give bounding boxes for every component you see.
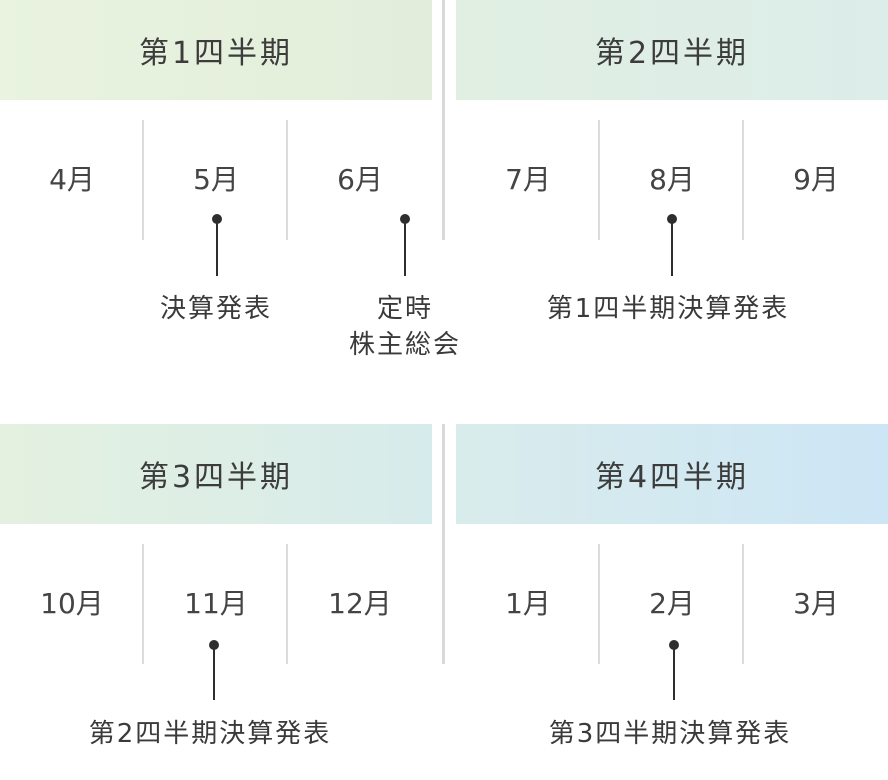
event-label-november: 第2四半期決算発表 [88, 719, 332, 749]
quarter-3-title: 第3四半期 [138, 460, 294, 495]
month-february: 2月 [649, 587, 695, 620]
quarter-3-header: 第3四半期 [0, 424, 432, 524]
event-dot-february [669, 640, 679, 650]
month-september: 9月 [793, 163, 839, 196]
event-stem-june [404, 222, 406, 276]
quarter-1-header: 第1四半期 [0, 0, 432, 100]
month-divider [286, 120, 288, 240]
month-divider [742, 120, 744, 240]
event-stem-february [673, 648, 675, 700]
month-divider [742, 544, 744, 664]
event-dot-june [400, 214, 410, 224]
month-may: 5月 [193, 163, 239, 196]
event-label-may: 決算発表 [159, 294, 272, 324]
quarter-4-header: 第4四半期 [456, 424, 888, 524]
quarter-4-title: 第4四半期 [594, 460, 750, 495]
month-july: 7月 [505, 163, 551, 196]
month-october: 10月 [40, 587, 104, 620]
event-label-june: 定時 株主総会 [348, 294, 461, 360]
event-stem-november [213, 648, 215, 700]
event-dot-november [209, 640, 219, 650]
month-divider [142, 120, 144, 240]
event-label-august: 第1四半期決算発表 [546, 294, 790, 324]
month-divider [142, 544, 144, 664]
month-divider [598, 120, 600, 240]
month-divider [598, 544, 600, 664]
month-november: 11月 [184, 587, 248, 620]
month-january: 1月 [505, 587, 551, 620]
center-divider-top [442, 0, 445, 240]
month-divider [286, 544, 288, 664]
quarter-1-title: 第1四半期 [138, 36, 294, 71]
quarter-2-header: 第2四半期 [456, 0, 888, 100]
center-divider-bottom [442, 424, 445, 664]
event-dot-august [667, 214, 677, 224]
event-dot-may [212, 214, 222, 224]
event-label-february: 第3四半期決算発表 [548, 719, 792, 749]
month-march: 3月 [793, 587, 839, 620]
quarter-2-title: 第2四半期 [594, 36, 750, 71]
month-april: 4月 [49, 163, 95, 196]
month-june: 6月 [337, 163, 383, 196]
month-august: 8月 [649, 163, 695, 196]
event-stem-august [671, 222, 673, 276]
month-december: 12月 [328, 587, 392, 620]
event-stem-may [216, 222, 218, 276]
